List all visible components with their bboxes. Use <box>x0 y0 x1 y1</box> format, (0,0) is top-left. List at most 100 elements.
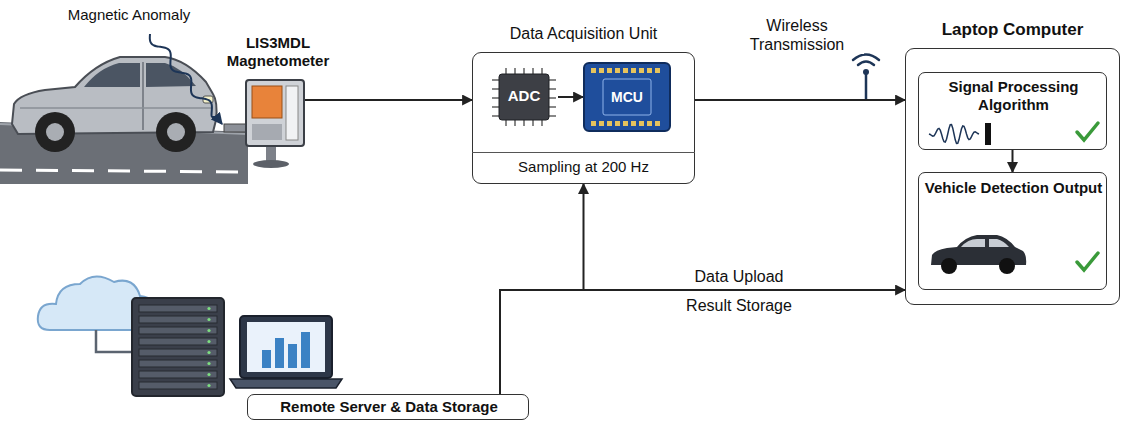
text-slot: ADC <box>490 87 558 105</box>
drawing-part <box>253 160 289 168</box>
text-slot: Remote Server & Data Storage <box>248 398 530 416</box>
drawing-part <box>301 332 310 368</box>
process-box: Remote Server & Data Storage <box>247 394 529 420</box>
drawing-part <box>631 121 636 126</box>
drawing-part <box>139 382 217 389</box>
drawing-part <box>639 68 644 73</box>
drawing-part <box>46 123 64 141</box>
node-title: Laptop Computer <box>905 20 1120 40</box>
car <box>12 57 217 152</box>
signal-node: Signal Processing Algorithm <box>918 72 1107 150</box>
drawing-part <box>599 121 604 126</box>
magnetic-wave <box>150 34 222 124</box>
drawing-part <box>647 121 652 126</box>
drawing-part <box>246 80 304 146</box>
flow-arrow <box>695 99 905 101</box>
text-slot: Vehicle Detection Output <box>923 179 1104 197</box>
drawing-part <box>623 121 628 126</box>
drawing-part <box>132 298 224 396</box>
drawing-part <box>853 55 879 61</box>
drawing-part <box>275 338 284 368</box>
edge-sub-label: Result Storage <box>662 296 816 315</box>
group-box: ADC MCU Data Acquisition UnitSampling at 2… <box>472 22 695 184</box>
drawing-part <box>591 121 596 126</box>
drawing-part <box>252 124 282 140</box>
flow-arrow <box>500 290 905 394</box>
check-mark <box>1077 123 1098 140</box>
laptop-illustration <box>230 316 342 388</box>
node-title: MCU <box>583 89 671 106</box>
drawing-part <box>139 327 217 334</box>
node-caption: Sampling at 200 Hz <box>472 158 695 176</box>
drawing-part <box>584 63 670 131</box>
drawing-part <box>207 351 210 354</box>
flow-arrow <box>340 99 472 101</box>
drawing-part <box>941 258 957 274</box>
drawing-part <box>985 123 991 145</box>
group-box: Signal Processing AlgorithmVehicle Detec… <box>905 18 1120 305</box>
detect-node: Vehicle Detection Output <box>918 172 1107 290</box>
node-title: Vehicle Detection Output <box>923 179 1104 197</box>
drawing-part <box>139 338 217 345</box>
drawing-part <box>961 239 1009 247</box>
drawing-part <box>207 340 210 343</box>
drawing-part <box>230 379 342 388</box>
chip-node: ADC <box>490 68 558 126</box>
drawing-part <box>207 362 210 365</box>
node-title: Signal Processing Algorithm <box>923 78 1104 114</box>
drawing-part <box>863 69 869 75</box>
sensor-stub <box>302 99 341 101</box>
drawing-part <box>84 63 140 87</box>
node-title: Remote Server & Data Storage <box>248 398 530 416</box>
node-title: LIS3MDL Magnetometer <box>216 34 340 70</box>
drawing-part <box>647 68 652 73</box>
drawing-part <box>207 384 210 387</box>
drawing-part <box>207 373 210 376</box>
drawing-part <box>207 329 210 332</box>
drawing-part <box>655 68 660 73</box>
drawing-part <box>167 123 185 141</box>
text-slot: Sampling at 200 Hz <box>472 158 695 176</box>
flow-arrow <box>1012 150 1014 172</box>
drawing-part <box>631 68 636 73</box>
text-slot: Data Acquisition Unit <box>472 24 695 43</box>
drawing-part <box>607 68 612 73</box>
drawing-part <box>139 305 217 389</box>
drawing-part <box>288 344 297 368</box>
drawing-part <box>340 97 1013 394</box>
sensor-node: LIS3MDL Magnetometer <box>216 34 340 170</box>
anomaly-label: Magnetic Anomaly <box>52 6 206 24</box>
drawing-part <box>139 360 217 367</box>
text-slot: Laptop Computer <box>905 20 1120 40</box>
board-node: MCU <box>583 62 671 132</box>
drawing-part <box>999 258 1015 274</box>
wifi-icon <box>853 55 879 100</box>
check-mark <box>1077 253 1098 270</box>
drawing-part <box>615 121 620 126</box>
drawing-part <box>262 350 271 368</box>
drawing-part <box>623 68 628 73</box>
drawing-part <box>929 125 979 144</box>
drawing-part <box>207 307 210 310</box>
drawing-part <box>858 62 874 66</box>
drawing-part <box>139 316 217 323</box>
drawing-part <box>156 112 196 152</box>
divider-line <box>472 152 695 153</box>
drawing-part <box>0 170 248 172</box>
node-title: Data Acquisition Unit <box>472 24 695 43</box>
drawing-part <box>142 62 144 130</box>
edge-label: Data Upload <box>662 267 816 286</box>
edge-label: Wireless Transmission <box>730 16 864 54</box>
drawing-part <box>639 121 644 126</box>
text-slot: Signal Processing Algorithm <box>923 78 1104 114</box>
drawing-part <box>139 349 217 356</box>
drawing-part <box>139 371 217 378</box>
drawing-part <box>20 107 212 109</box>
drawing-part <box>286 86 298 140</box>
node-title: ADC <box>490 87 558 105</box>
server-rack <box>132 298 224 396</box>
drawing-part <box>247 322 325 372</box>
drawing-part <box>655 121 660 126</box>
